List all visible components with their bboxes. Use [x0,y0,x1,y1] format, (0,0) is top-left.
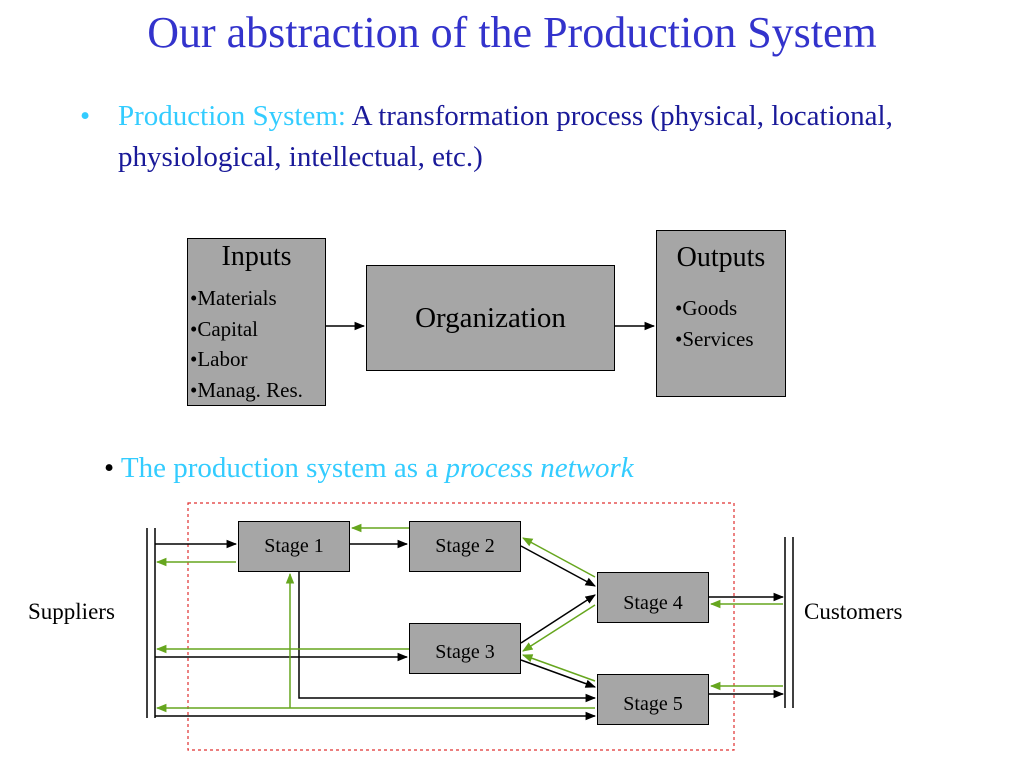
inputs-list: •Materials •Capital •Labor •Manag. Res. [190,283,303,405]
list-item: •Capital [190,316,259,341]
list-item: •Manag. Res. [190,377,303,402]
stage3-to-stage4-arrow [520,594,596,644]
bullet-label: Production System: [118,100,346,132]
bullet-emphasis: process network [445,452,634,484]
bullet-text: A transformation process (physical, loca… [118,100,893,173]
outputs-box: Outputs •Goods •Services [656,230,786,397]
outputs-heading: Outputs [676,242,766,273]
system-boundary [187,502,735,751]
organization-label: Organization [415,302,566,334]
slide-title: Our abstraction of the Production System [147,8,877,57]
stage3-to-stage5-arrow [520,659,596,688]
stage-5-box: Stage 5 [597,674,709,725]
list-item: •Labor [190,347,248,371]
outputs-list: •Goods •Services [675,293,754,354]
stage1-to-stage5-arrow [298,572,597,703]
stage4-to-stage3-feedback [522,604,596,652]
bullet-text: The production system as a [120,452,439,484]
stage-1-box: Stage 1 [238,521,350,572]
list-item: •Goods [675,296,738,320]
stage-label: Stage 4 [623,592,683,614]
inputs-box: Inputs •Materials •Capital •Labor •Manag… [187,238,326,406]
list-item: •Materials [190,286,277,310]
stage-label: Stage 5 [623,693,683,715]
bullet-marker: • [104,452,115,484]
bullet-process-network: • The production system as a process net… [104,452,634,485]
stage-label: Stage 2 [435,535,495,557]
inputs-heading: Inputs [221,241,292,272]
stage-4-box: Stage 4 [597,572,709,623]
customers-label: Customers [804,599,903,624]
stage-2-box: Stage 2 [409,521,521,572]
organization-box: Organization [366,265,615,371]
bullet-marker: • [80,100,91,132]
list-item: •Services [675,326,754,351]
suppliers-label: Suppliers [28,599,115,624]
stage-3-box: Stage 3 [409,623,521,674]
stage-label: Stage 1 [264,535,324,557]
stage4-to-stage2-feedback [522,537,596,578]
stage-label: Stage 3 [435,641,495,663]
stage2-to-stage4-arrow [520,545,596,587]
stage5-to-stage3-feedback [522,654,596,682]
